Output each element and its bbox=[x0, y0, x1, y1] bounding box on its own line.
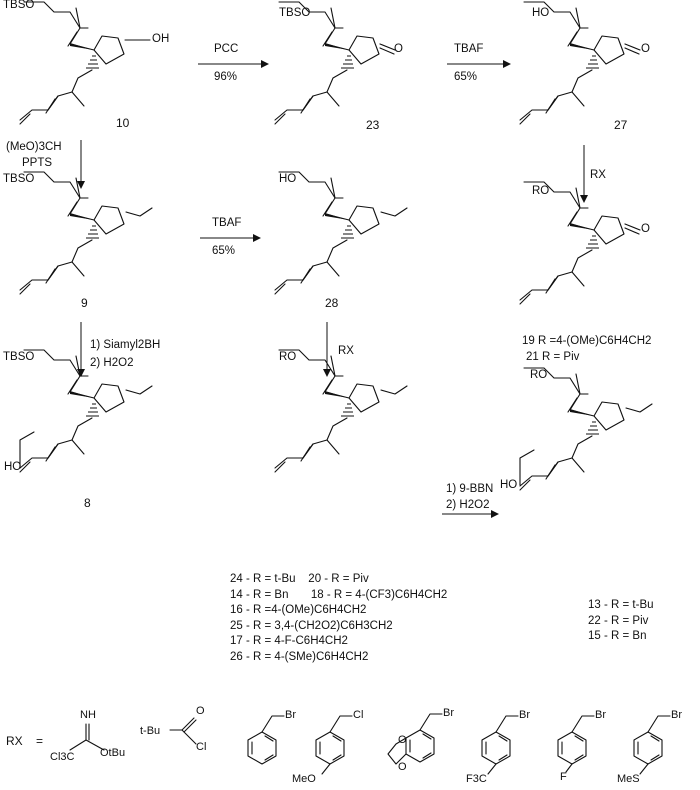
cf3-label: F3C bbox=[466, 773, 487, 785]
reagent-sme-benzyl-bromide bbox=[633, 715, 671, 775]
imidate-label: OtBu bbox=[100, 747, 126, 759]
structure-right bbox=[519, 367, 625, 491]
legend-19: 19 R =4-(OMe)C6H4CH2 bbox=[522, 335, 652, 347]
compound-number: 28 bbox=[325, 296, 339, 310]
rx-equals: = bbox=[36, 734, 44, 748]
compound-number: 10 bbox=[116, 116, 130, 130]
fluoro-label: F bbox=[560, 771, 567, 783]
pivcl-label: O bbox=[196, 705, 205, 717]
reagent-label: RX bbox=[338, 345, 354, 357]
imidate-label: Cl3C bbox=[50, 751, 75, 763]
structure-28 bbox=[274, 171, 380, 295]
legend-21: 21 R = Piv bbox=[526, 351, 580, 363]
group-label: HO bbox=[532, 7, 550, 19]
reagent-label: 2) H2O2 bbox=[446, 499, 490, 511]
structure-27 bbox=[519, 1, 625, 125]
pivcl-label: Cl bbox=[196, 741, 207, 753]
cf3-label: Br bbox=[519, 709, 530, 721]
reagent-label: TBAF bbox=[212, 217, 242, 229]
group-label: O bbox=[641, 43, 650, 55]
yield-label: 65% bbox=[454, 71, 478, 83]
pipbr-label: O bbox=[398, 761, 407, 773]
pivcl-label: t-Bu bbox=[140, 725, 161, 737]
legend-right: 13 - R = t-Bu 22 - R = Piv 15 - R = Bn bbox=[588, 599, 654, 642]
group-label: O bbox=[641, 223, 650, 235]
reagent-piperonyl-bromide bbox=[387, 713, 443, 765]
compound-number: 8 bbox=[84, 496, 91, 510]
group-label: RO bbox=[530, 369, 548, 381]
group-label: TBSO bbox=[279, 7, 311, 19]
fluoro-label: Br bbox=[595, 709, 606, 721]
pmbcl-label: Cl bbox=[353, 709, 364, 721]
pipbr-label: Br bbox=[443, 707, 454, 719]
structure-23 bbox=[274, 1, 380, 125]
reagent-pivcl bbox=[169, 717, 197, 745]
pipbr-label: O bbox=[398, 734, 407, 746]
group-label: OH bbox=[152, 33, 170, 45]
group-label: TBSO bbox=[3, 351, 35, 363]
yield-label: 96% bbox=[214, 71, 238, 83]
compound-number: 23 bbox=[366, 118, 380, 132]
pmbcl-label: MeO bbox=[292, 773, 316, 785]
reagent-label: PPTS bbox=[22, 157, 53, 169]
reagent-benzyl-bromide bbox=[247, 715, 285, 765]
imidate-label: NH bbox=[80, 709, 96, 721]
compound-number: 27 bbox=[614, 118, 628, 132]
reagent-label: TBAF bbox=[454, 43, 484, 55]
reagent-label: 2) H2O2 bbox=[90, 357, 134, 369]
legend-mid: 24 - R = t-Bu 20 - R = Piv 14 - R = Bn 1… bbox=[230, 573, 448, 663]
reagent-imidate bbox=[69, 723, 105, 751]
reagent-fluoro-benzyl-bromide bbox=[557, 715, 595, 773]
group-label: RO bbox=[532, 185, 550, 197]
group-label: TBSO bbox=[3, 0, 35, 11]
structure-10 bbox=[19, 1, 125, 125]
group-label: TBSO bbox=[3, 173, 35, 185]
compound-number: 9 bbox=[81, 296, 88, 310]
sme-label: Br bbox=[671, 709, 682, 721]
reagent-label: PCC bbox=[214, 43, 239, 55]
structure-9 bbox=[19, 171, 125, 295]
reagent-label: RX bbox=[590, 169, 606, 181]
group-label: HO bbox=[279, 173, 297, 185]
rx-label: RX bbox=[6, 734, 23, 748]
sme-label: MeS bbox=[617, 773, 640, 785]
bnbr-label: Br bbox=[285, 709, 296, 721]
reagent-pmbcl bbox=[315, 715, 353, 775]
reagent-cf3-benzyl-bromide bbox=[481, 715, 519, 775]
structure-19-21 bbox=[519, 181, 625, 305]
group-label: RO bbox=[279, 351, 297, 363]
reagent-label: 1) Siamyl2BH bbox=[90, 339, 161, 351]
reagent-label: 1) 9-BBN bbox=[446, 483, 494, 495]
group-label: O bbox=[394, 43, 403, 55]
group-label: HO bbox=[500, 479, 518, 491]
yield-label: 65% bbox=[212, 245, 236, 257]
reagent-label: (MeO)3CH bbox=[6, 141, 62, 153]
group-label: HO bbox=[4, 461, 22, 473]
